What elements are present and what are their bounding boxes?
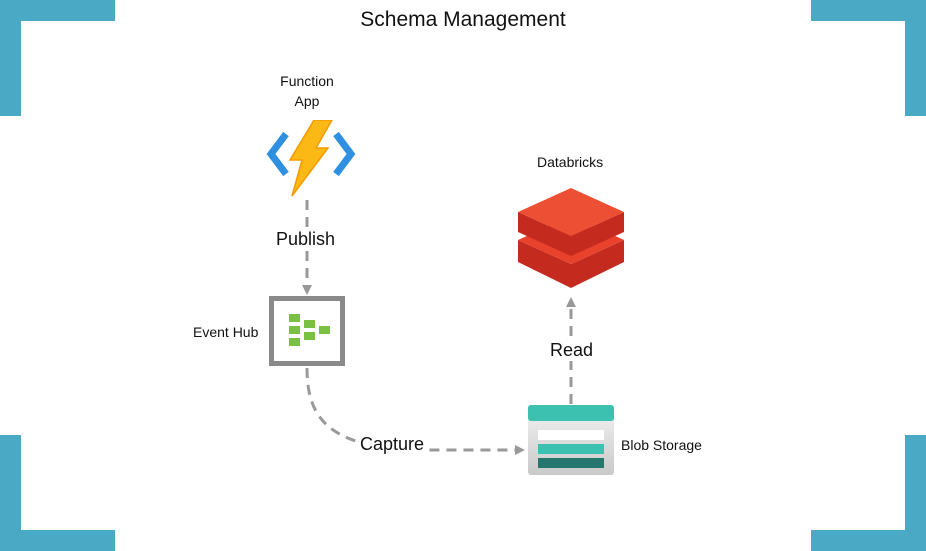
blob-storage-label: Blob Storage — [621, 437, 702, 453]
frame-corner-top-right-bar — [811, 0, 926, 21]
event-hub-label: Event Hub — [193, 324, 259, 340]
event-hub-icon — [269, 296, 345, 366]
frame-corner-top-left-bar — [0, 0, 115, 21]
databricks-layers-icon — [518, 188, 624, 288]
frame-corner-bottom-left — [0, 435, 21, 551]
read-label: Read — [548, 340, 596, 361]
diagram-title: Schema Management — [360, 8, 566, 31]
frame-corner-top-left — [0, 0, 21, 116]
frame-corner-top-right — [905, 0, 926, 116]
capture-label: Capture — [358, 434, 427, 455]
frame-corner-bottom-right — [905, 435, 926, 551]
function-app-label-line1: Function — [280, 73, 334, 89]
blob-storage-icon — [528, 405, 614, 475]
frame-corner-bottom-left-bar — [0, 530, 115, 551]
frame-corner-bottom-right-bar — [811, 530, 926, 551]
publish-label: Publish — [274, 229, 338, 250]
function-app-lightning-icon — [266, 120, 356, 197]
databricks-label: Databricks — [537, 154, 604, 170]
function-app-label-line2: App — [294, 93, 320, 109]
